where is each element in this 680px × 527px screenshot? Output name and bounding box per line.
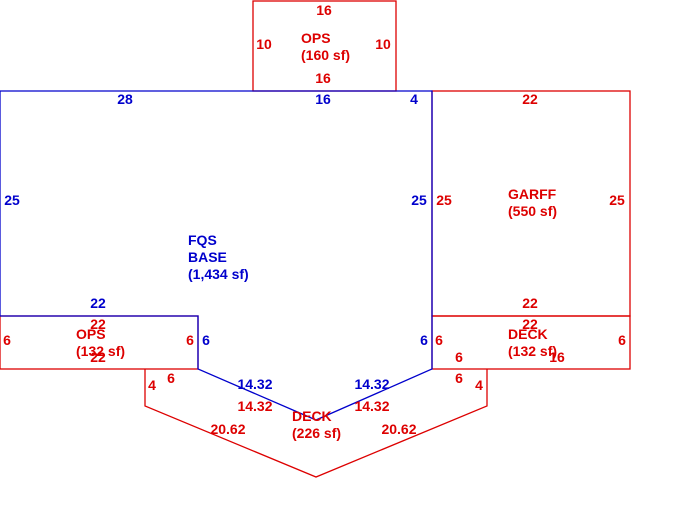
dim-base-bottom: 22 xyxy=(90,295,106,311)
dim-garff-left: 25 xyxy=(436,192,452,208)
dim-deck-bottom-right-inner: 6 xyxy=(455,370,463,386)
dim-deck-bottom-outer-left: 20.62 xyxy=(210,421,245,437)
dim-base-top-mid: 16 xyxy=(315,91,331,107)
dim-base-right: 25 xyxy=(411,192,427,208)
deck-bottom-name: DECK xyxy=(292,408,332,424)
deck-right-area: (132 sf) xyxy=(508,343,557,359)
dim-ops-top-bottom: 16 xyxy=(315,70,331,86)
dim-deck-right-top: 22 xyxy=(522,316,538,332)
dim-garff-bottom: 22 xyxy=(522,295,538,311)
deck-right-name: DECK xyxy=(508,326,548,342)
deck-bottom-area: (226 sf) xyxy=(292,425,341,441)
dim-deck-right-left: 6 xyxy=(435,332,443,348)
fqs-base-line2: BASE xyxy=(188,249,227,265)
dim-ops-top-left: 10 xyxy=(256,36,272,52)
dim-ops-left-left: 6 xyxy=(3,332,11,348)
dim-ops-left-top: 22 xyxy=(90,316,106,332)
dim-ops-left-bottom: 22 xyxy=(90,349,106,365)
dim-deck-bottom-left-inner: 6 xyxy=(167,370,175,386)
ops-top-name: OPS xyxy=(301,30,331,46)
deck-bottom-outline xyxy=(144,369,488,478)
dim-base-left: 25 xyxy=(4,192,20,208)
ops-left-name: OPS xyxy=(76,326,106,342)
dim-garff-top: 22 xyxy=(522,91,538,107)
dim-base-top-left: 28 xyxy=(117,91,133,107)
garff-name: GARFF xyxy=(508,186,557,202)
dim-ops-top-right: 10 xyxy=(375,36,391,52)
ops-top-area: (160 sf) xyxy=(301,47,350,63)
dim-deck-bottom-right-short: 4 xyxy=(475,377,483,393)
dim-ops-top-top: 16 xyxy=(316,2,332,18)
fqs-base-area: (1,434 sf) xyxy=(188,266,249,282)
dim-deck-bottom-outer-right: 20.62 xyxy=(381,421,416,437)
dim-base-side-left: 6 xyxy=(202,332,210,348)
dim-ops-left-right: 6 xyxy=(186,332,194,348)
fqs-base-line1: FQS xyxy=(188,232,217,248)
dim-deck-bottom-left-short: 4 xyxy=(148,377,156,393)
dim-base-side-right: 6 xyxy=(420,332,428,348)
garff-area: (550 sf) xyxy=(508,203,557,219)
dim-deck-right-bottom: 16 xyxy=(549,349,565,365)
dim-deck-bottom-diag-left: 14.32 xyxy=(237,398,272,414)
dim-deck-right-right: 6 xyxy=(618,332,626,348)
dim-garff-right: 25 xyxy=(609,192,625,208)
dim-deck-bottom-right-inner-top: 6 xyxy=(455,349,463,365)
ops-left-area: (132 sf) xyxy=(76,343,125,359)
dim-deck-bottom-diag-right: 14.32 xyxy=(354,398,389,414)
dim-base-top-right: 4 xyxy=(410,91,418,107)
dim-base-diag-right: 14.32 xyxy=(354,376,389,392)
dim-base-diag-left: 14.32 xyxy=(237,376,272,392)
fqs-base-outline xyxy=(0,90,433,421)
